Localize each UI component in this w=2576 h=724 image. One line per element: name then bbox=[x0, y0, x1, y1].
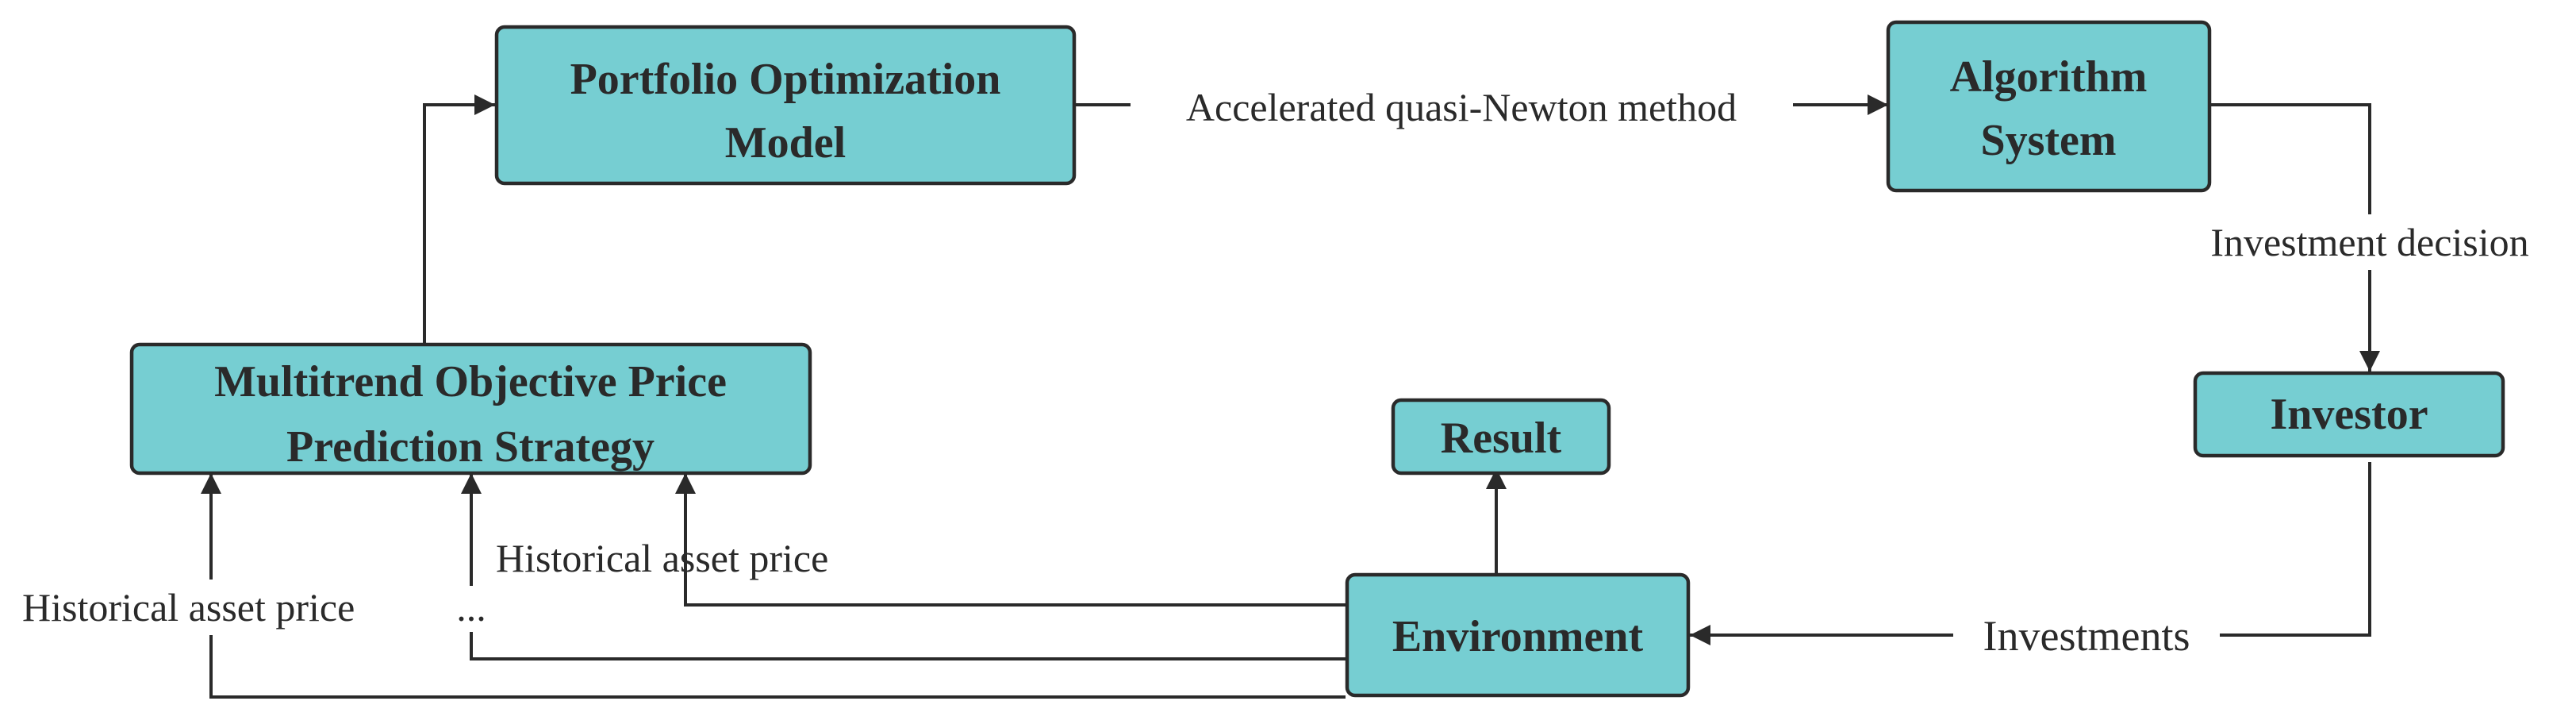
edge-label-historical-price-left: Historical asset price bbox=[22, 585, 355, 630]
node-environment: Environment bbox=[1345, 572, 1691, 698]
edge-investor-to-environment bbox=[1690, 462, 2371, 645]
edge-label-historical-price-right: Historical asset price bbox=[496, 536, 828, 580]
edge-label-ellipsis: ... bbox=[456, 585, 486, 630]
edge-environment-to-strategy-right bbox=[675, 473, 1346, 607]
edge-label-bg bbox=[2174, 214, 2570, 270]
node-label: Model bbox=[725, 118, 846, 168]
node-label: Portfolio Optimization bbox=[570, 55, 1001, 104]
edge-label-quasi-newton: Accelerated quasi-Newton method bbox=[1186, 85, 1737, 129]
node-portfolio-optimization-model: Portfolio Optimization Model bbox=[494, 25, 1077, 186]
node-label: Investor bbox=[2270, 390, 2428, 439]
node-label: System bbox=[1980, 116, 2116, 165]
edge-algorithm-to-investor bbox=[2211, 103, 2380, 372]
node-label: Prediction Strategy bbox=[286, 422, 655, 472]
node-label: Result bbox=[1441, 414, 1562, 463]
node-multitrend-strategy: Multitrend Objective Price Prediction St… bbox=[129, 342, 812, 476]
edge-label-bg bbox=[1953, 608, 2220, 664]
edge-label-investment-decision: Investment decision bbox=[2210, 220, 2528, 264]
node-result: Result bbox=[1391, 398, 1611, 476]
edge-environment-to-strategy-left bbox=[201, 473, 1346, 699]
node-label: Multitrend Objective Price bbox=[214, 357, 727, 406]
node-label: Algorithm bbox=[1950, 52, 2148, 102]
edge-label-bg bbox=[1131, 79, 1793, 132]
edge-label-investments: Investments bbox=[1983, 612, 2190, 660]
edge-label-bg bbox=[16, 580, 413, 635]
edge-label-bg bbox=[444, 586, 498, 632]
edge-strategy-to-portfolio bbox=[423, 94, 495, 345]
node-label: Environment bbox=[1392, 612, 1644, 661]
edge-environment-to-strategy-middle bbox=[461, 473, 1346, 660]
node-algorithm-system: Algorithm System bbox=[1886, 20, 2212, 193]
node-investor: Investor bbox=[2193, 371, 2505, 458]
